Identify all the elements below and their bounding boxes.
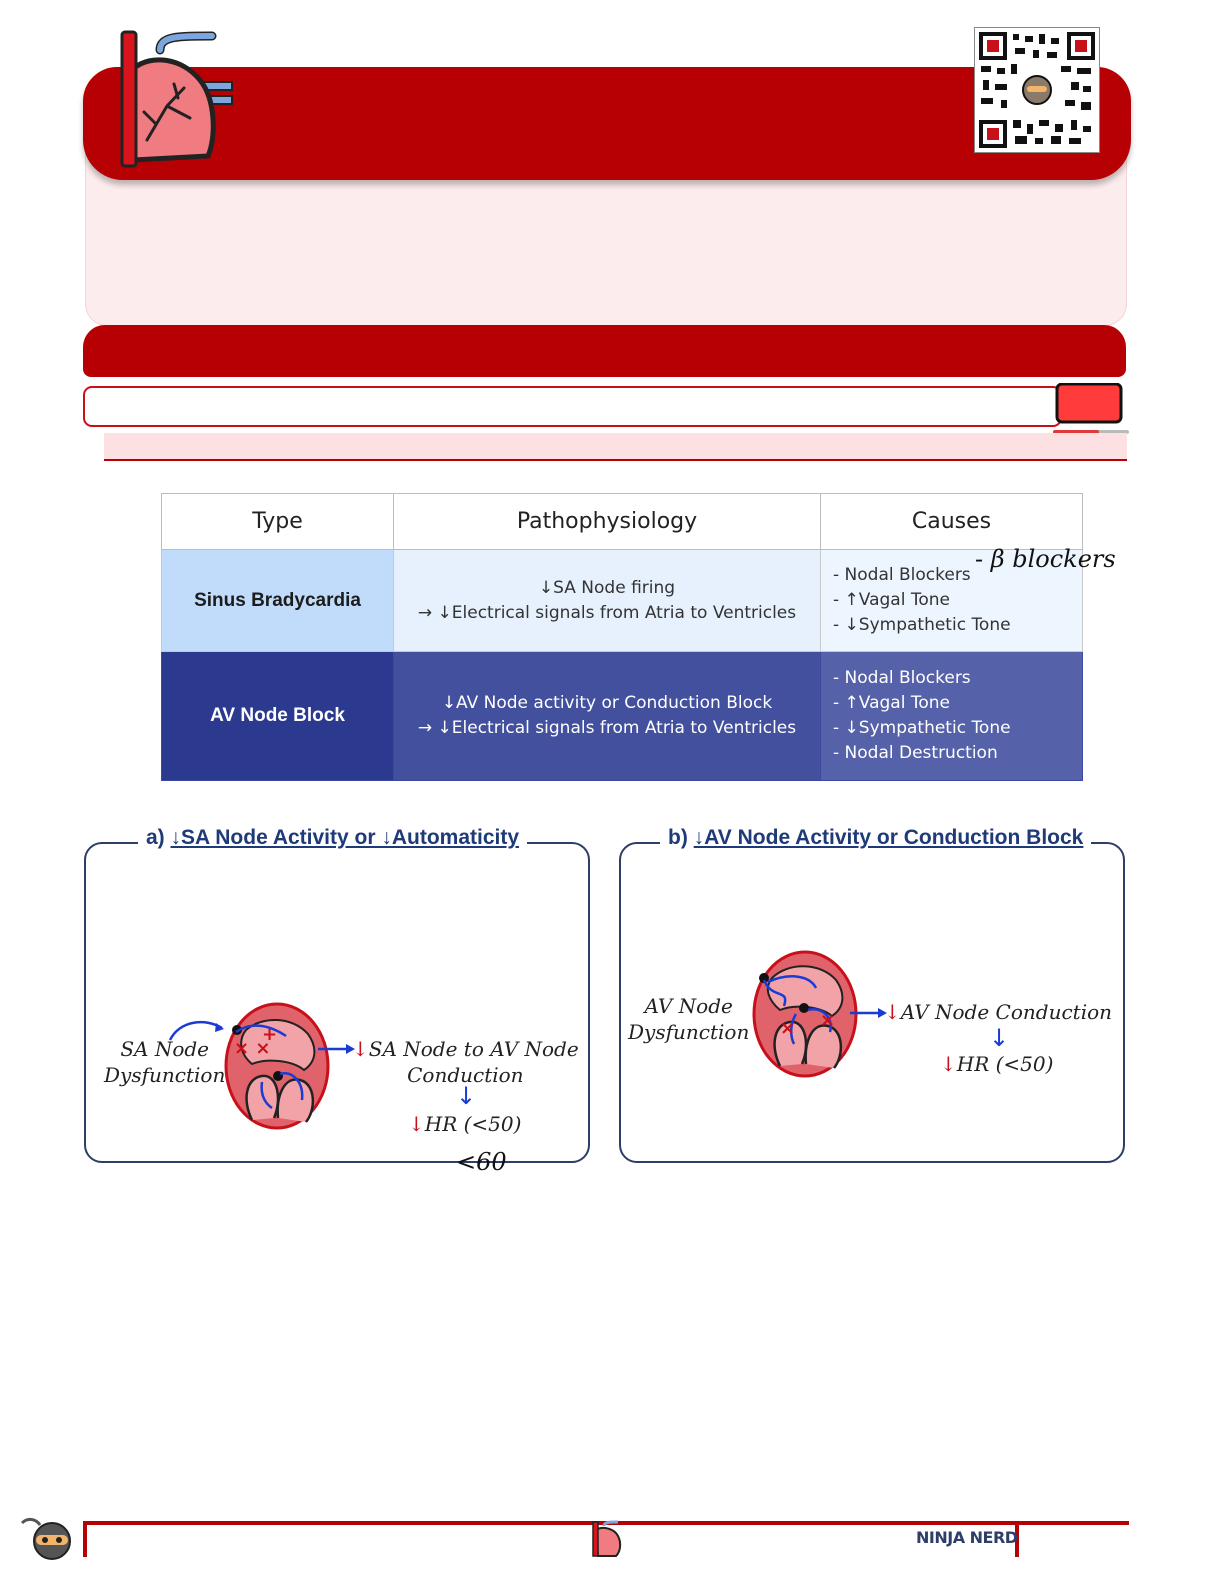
cause-item: - Nodal Blockers	[833, 565, 971, 585]
panel-b-title: b) ↓AV Node Activity or Conduction Block	[660, 826, 1092, 850]
label-line: AV Node	[644, 994, 733, 1018]
subtitle-box	[83, 386, 1062, 427]
down-arrow-icon: ↓	[456, 1082, 477, 1110]
footer-divider	[1015, 1521, 1019, 1557]
ninja-nerd-logo: NINJA NERD	[916, 1528, 1018, 1547]
blue-curved-arrow-icon	[168, 1020, 224, 1041]
causes-cell: - Nodal Blockers - ↑Vagal Tone - ↓Sympat…	[820, 651, 1083, 781]
heart-icon	[120, 30, 233, 168]
header-causes: Causes	[820, 493, 1083, 550]
pink-strip	[104, 433, 1127, 461]
hr-text: HR (<50)	[424, 1112, 522, 1136]
label-line: Dysfunction	[104, 1063, 226, 1087]
patho-line: → ↓Electrical signals from Atria to Vent…	[417, 602, 797, 623]
panel-b-heading: ↓AV Node Activity or Conduction Block	[693, 826, 1084, 849]
right-arrow-icon	[318, 1044, 355, 1054]
svg-text:× ×: × ×	[234, 1038, 270, 1059]
down-arrow-icon: ↓	[408, 1112, 425, 1136]
cause-item: - ↑Vagal Tone	[833, 693, 950, 713]
header-type: Type	[161, 493, 394, 550]
label-line: ↓SA Node to AV Node	[352, 1036, 579, 1062]
sa-to-av-conduction-label: ↓SA Node to AV Node Conduction	[352, 1036, 579, 1088]
down-arrow-icon: ↓	[989, 1024, 1010, 1052]
patho-line: ↓SA Node firing	[538, 577, 676, 598]
cause-item: - Nodal Destruction	[833, 743, 998, 763]
table-row: AV Node Block ↓AV Node activity or Condu…	[161, 651, 1083, 781]
type-cell: AV Node Block	[161, 651, 394, 781]
panel-a-prefix: a)	[146, 826, 165, 849]
bradycardia-table: Type Pathophysiology Causes Sinus Bradyc…	[161, 493, 1083, 781]
down-arrow-icon: ↓	[884, 1000, 901, 1024]
down-arrow-icon: ↓	[352, 1037, 369, 1061]
patho-line: ↓AV Node activity or Conduction Block	[441, 693, 773, 713]
type-cell: Sinus Bradycardia	[161, 549, 394, 652]
heart-icon	[592, 1520, 622, 1557]
qr-code-pattern	[979, 32, 1095, 148]
table-row: Sinus Bradycardia ↓SA Node firing → ↓Ele…	[161, 549, 1083, 652]
cause-item: - ↓Sympathetic Tone	[833, 718, 1011, 738]
qr-code[interactable]	[974, 27, 1100, 153]
hr-label: ↓HR (<50)	[940, 1052, 1053, 1076]
sa-node-dysfunction-label: SA Node Dysfunction	[104, 1036, 225, 1088]
heart-cross-section-icon: × × +	[224, 1002, 330, 1130]
footer-divider	[83, 1521, 87, 1557]
cause-item: - Nodal Blockers	[833, 668, 971, 688]
panel-a-title: a) ↓SA Node Activity or ↓Automaticity	[138, 826, 528, 850]
cause-item: - ↑Vagal Tone	[833, 590, 950, 610]
header-pathophysiology: Pathophysiology	[393, 493, 821, 550]
right-arrow-icon	[850, 1008, 887, 1018]
label-line: Dysfunction	[628, 1020, 750, 1044]
panel-b-prefix: b)	[668, 826, 688, 849]
beta-blockers-annotation: - β blockers	[975, 545, 1116, 573]
cause-item: - ↓Sympathetic Tone	[833, 615, 1011, 635]
hr-text: HR (<50)	[956, 1052, 1054, 1076]
label-line: SA Node	[120, 1037, 209, 1061]
less-than-60-annotation: <60	[456, 1148, 507, 1176]
svg-text:×: ×	[780, 1018, 795, 1039]
ninja-icon	[20, 1517, 71, 1560]
svg-text:+: +	[262, 1024, 277, 1045]
av-node-conduction-label: ↓AV Node Conduction	[884, 1000, 1112, 1024]
down-arrow-icon: ↓	[940, 1052, 957, 1076]
table-header-row: Type Pathophysiology Causes	[161, 493, 1083, 550]
svg-text:×: ×	[820, 1010, 835, 1031]
panel-a-heading: ↓SA Node Activity or ↓Automaticity	[170, 826, 520, 849]
header-banner	[83, 67, 1131, 180]
hr-label: ↓HR (<50)	[408, 1112, 521, 1136]
patho-line: → ↓Electrical signals from Atria to Vent…	[417, 718, 797, 738]
pathophysiology-cell: ↓SA Node firing → ↓Electrical signals fr…	[393, 549, 821, 652]
label-text: SA Node to AV Node	[368, 1037, 579, 1061]
screen-icon	[1055, 383, 1123, 424]
av-node-dysfunction-label: AV Node Dysfunction	[628, 993, 749, 1045]
section-bar	[83, 325, 1126, 377]
label-text: AV Node Conduction	[900, 1000, 1113, 1024]
label-line: Conduction	[407, 1063, 524, 1087]
pathophysiology-cell: ↓AV Node activity or Conduction Block → …	[393, 651, 821, 781]
heart-cross-section-icon: × ×	[752, 950, 858, 1078]
